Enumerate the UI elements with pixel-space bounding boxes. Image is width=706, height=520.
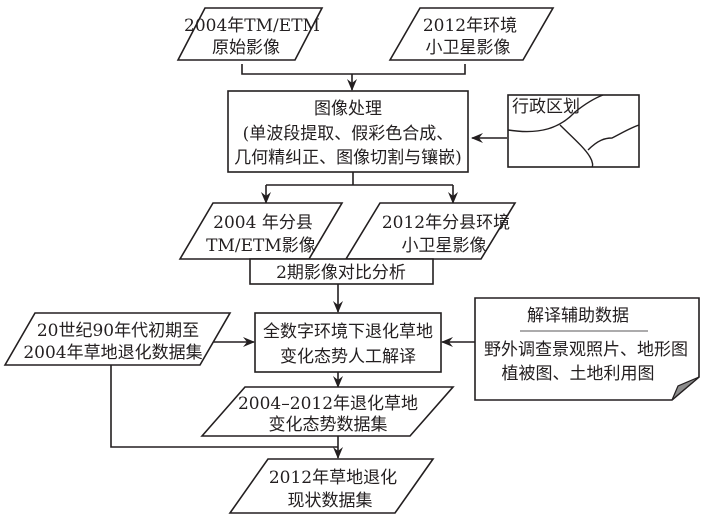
map-boundary [587, 124, 640, 151]
node-text: TM/ETM影像 [206, 236, 316, 256]
node-text: (单波段提取、假彩色合成、 [243, 124, 454, 144]
node-src-2012: 2012年环境 小卫星影像 [388, 7, 555, 61]
node-trend-dataset: 2004–2012年退化草地 变化态势数据集 [200, 386, 455, 437]
edge-early90s-to-status [110, 365, 338, 448]
node-county-2004: 2004 年分县 TM/ETM影像 [178, 202, 344, 260]
connectors [110, 64, 507, 459]
aux-title: 解译辅助数据 [527, 306, 629, 326]
node-text: 小卫星影像 [402, 236, 487, 256]
node-text: 2012年环境 [423, 16, 517, 36]
map-boundary [507, 94, 604, 133]
edge-processing-split [266, 172, 453, 186]
node-text: 全数字环境下退化草地 [263, 322, 433, 342]
node-text: 2012年分县环境 [382, 213, 510, 233]
node-text: 现状数据集 [288, 491, 373, 511]
edge-src-merge [241, 64, 466, 75]
node-text: 2期影像对比分析 [276, 263, 406, 283]
node-text: 变化态势数据集 [269, 415, 388, 435]
node-text: 变化态势人工解译 [280, 347, 416, 367]
node-text: 20世纪90年代初期至 [37, 321, 199, 341]
node-text: 行政区划 [512, 97, 580, 117]
node-text: 小卫星影像 [426, 38, 511, 58]
node-image-processing: 图像处理 (单波段提取、假彩色合成、 几何精纠正、图像切割与镶嵌) [227, 90, 469, 173]
node-interpretation: 全数字环境下退化草地 变化态势人工解译 [254, 312, 442, 373]
node-text: 2004年草地退化数据集 [23, 343, 202, 363]
node-text: 2004–2012年退化草地 [238, 394, 418, 414]
node-text: 图像处理 [314, 99, 382, 119]
node-text: 几何精纠正、图像切割与镶嵌) [234, 147, 462, 168]
node-text: 2004 年分县 [213, 213, 313, 233]
node-aux-data: 解译辅助数据 野外调查景观照片、地形图 植被图、土地利用图 [474, 297, 700, 401]
node-county-2012: 2012年分县环境 小卫星影像 [344, 202, 517, 260]
node-text: 植被图、土地利用图 [502, 364, 655, 384]
node-compare: 2期影像对比分析 [249, 258, 434, 285]
node-text: 原始影像 [212, 38, 280, 58]
map-boundary [559, 124, 594, 168]
node-text: 2012年草地退化 [269, 468, 397, 488]
node-text: 野外调查景观照片、地形图 [484, 340, 688, 360]
node-text: 2004年TM/ETM [184, 16, 320, 36]
node-early-90s: 20世纪90年代初期至 2004年草地退化数据集 [3, 312, 232, 366]
node-src-2004: 2004年TM/ETM 原始影像 [176, 7, 324, 61]
folded-corner [671, 376, 700, 401]
node-admin-division: 行政区划 [507, 94, 640, 168]
node-status-2012: 2012年草地退化 现状数据集 [228, 458, 435, 514]
